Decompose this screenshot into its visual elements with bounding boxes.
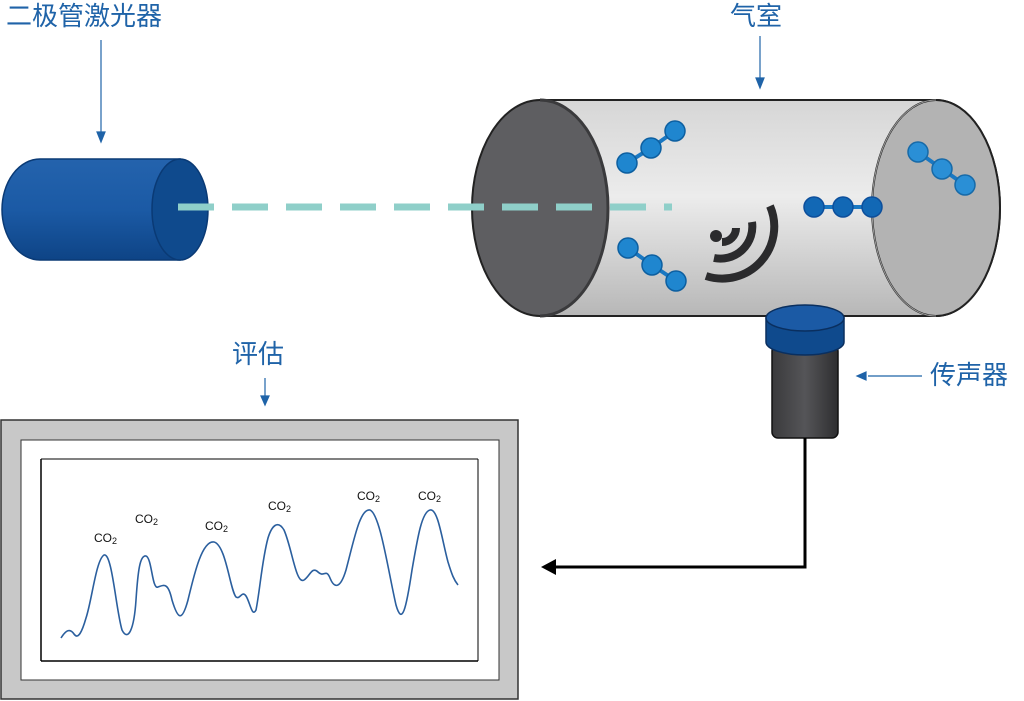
cell-pointer-head <box>755 77 765 90</box>
signal-arrow-head <box>541 559 556 575</box>
co2-label-1: CO2 <box>94 531 117 546</box>
evaluation-monitor: CO2 CO2 CO2 CO2 CO2 CO2 <box>0 419 519 700</box>
sound-wave-icon <box>704 204 779 283</box>
signal-trace <box>60 509 459 639</box>
label-pointers <box>96 36 922 407</box>
mic-head-top <box>765 304 845 332</box>
co2-label-4: CO2 <box>268 499 291 514</box>
co2-label-5: CO2 <box>357 489 380 504</box>
monitor-screen <box>20 439 500 681</box>
cell-back-window <box>871 99 1001 317</box>
laser-pointer-head <box>96 131 106 144</box>
signal-cable <box>541 438 807 575</box>
gas-cell <box>471 98 1001 318</box>
diode-laser <box>1 158 209 261</box>
label-diode-laser: 二极管激光器 <box>6 2 163 32</box>
molecule-2 <box>617 237 687 292</box>
co2-labels: CO2 CO2 CO2 CO2 CO2 CO2 <box>94 489 441 546</box>
molecule-1 <box>616 120 686 174</box>
mic-body <box>771 344 839 439</box>
laser-body <box>1 158 181 261</box>
microphone <box>765 304 845 439</box>
eval-pointer-head <box>260 395 270 407</box>
molecule-4 <box>907 141 976 196</box>
co2-label-3: CO2 <box>205 519 228 534</box>
co2-label-6: CO2 <box>418 489 441 504</box>
molecule-3 <box>803 196 883 218</box>
co2-molecules <box>616 120 976 292</box>
label-microphone: 传声器 <box>930 361 1009 391</box>
co2-label-2: CO2 <box>135 512 158 527</box>
label-evaluation: 评估 <box>232 340 285 370</box>
label-gas-cell: 气室 <box>730 2 783 32</box>
mic-pointer-head <box>855 371 867 381</box>
